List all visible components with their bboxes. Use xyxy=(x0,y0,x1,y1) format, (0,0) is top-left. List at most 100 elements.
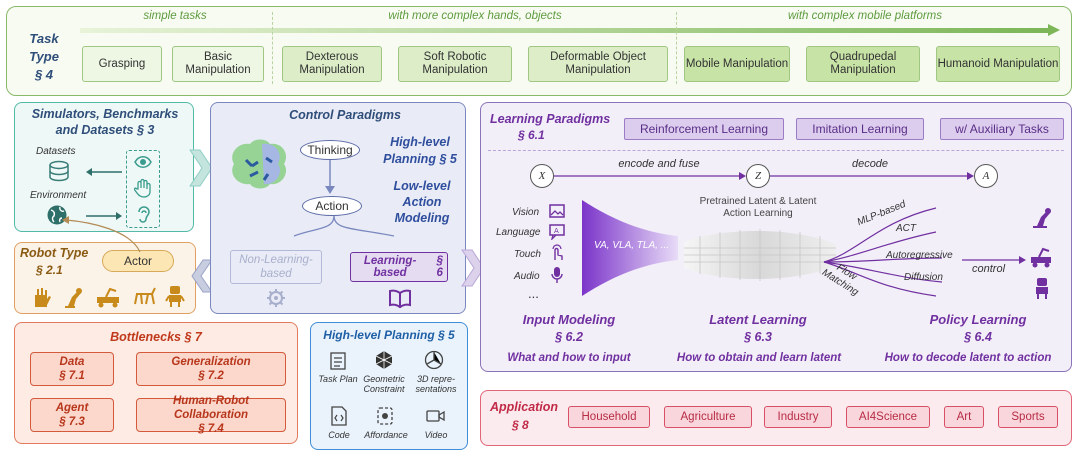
latent-learning-desc: How to obtain and learn latent xyxy=(676,352,842,364)
encode-label: encode and fuse xyxy=(618,158,700,170)
affordance-icon xyxy=(377,407,393,425)
input-modeling-title: Input Modeling xyxy=(522,312,616,327)
input-audio: Audio xyxy=(514,271,540,282)
latent-text: Pretrained Latent & Latent Action Learni… xyxy=(699,196,817,219)
control-label: control xyxy=(972,263,1006,275)
code-file-icon xyxy=(331,406,347,426)
gear-icon xyxy=(267,289,285,307)
learning-divider xyxy=(488,150,1064,151)
hlp-video: Video xyxy=(424,430,448,440)
thinking-node: Thinking xyxy=(300,140,360,160)
task-basic: Basic Manipulation xyxy=(172,46,264,82)
action-split-arrows xyxy=(293,215,395,237)
thinking-to-action-arrow xyxy=(325,160,335,194)
input-vision: Vision xyxy=(512,207,540,218)
app-agriculture: Agriculture xyxy=(664,406,752,428)
actor-pill: Actor xyxy=(102,250,174,272)
phase-mobile: with complex mobile platforms xyxy=(787,10,943,22)
latent-mesh xyxy=(684,229,836,281)
hlp-panel xyxy=(310,322,468,450)
database-icon xyxy=(49,160,69,182)
latent-learning-title: Latent Learning xyxy=(709,312,807,327)
learning-based-box: Learning-based § 6 xyxy=(350,252,448,282)
hlp-geometric: Geometric Constraint xyxy=(363,374,405,394)
policy-learning-section: § 6.4 xyxy=(964,330,992,344)
phase-divider xyxy=(272,12,273,84)
phase-simple: simple tasks xyxy=(143,10,207,22)
actor-feedback-arrow xyxy=(62,216,141,253)
policy-act: ACT xyxy=(896,223,916,234)
action-node: Action xyxy=(302,196,362,216)
input-modeling-desc: What and how to input xyxy=(507,352,631,364)
high-level-planning-label: High-level Planning § 5 xyxy=(383,135,457,166)
progress-arrowhead xyxy=(1048,24,1060,36)
input-funnel xyxy=(582,200,678,296)
humanoid-icon xyxy=(165,286,185,307)
environment-label: Environment xyxy=(30,190,87,201)
perception-group xyxy=(126,150,160,228)
policy-autoregressive: Autoregressive xyxy=(886,250,953,261)
hlp-title: High-level Planning § 5 xyxy=(323,328,455,342)
app-ai4science: AI4Science xyxy=(846,406,930,428)
a-node: A xyxy=(974,164,998,188)
mobile-manipulator-icon xyxy=(1031,247,1051,268)
z-node: Z xyxy=(746,164,770,188)
robotic-hand-icon xyxy=(35,288,51,307)
bottleneck-data: Data§ 7.1 xyxy=(30,352,114,386)
hlp-3d: 3D repre-sentations xyxy=(415,374,457,394)
chat-icon: A xyxy=(549,224,565,240)
simulators-title: Simulators, Benchmarks and Datasets § 3 xyxy=(31,107,179,137)
app-sports: Sports xyxy=(998,406,1058,428)
robot-type-title: Robot Type xyxy=(20,246,89,260)
task-quadrupedal: Quadrupedal Manipulation xyxy=(806,46,920,82)
hand-icon xyxy=(134,178,151,198)
book-icon xyxy=(389,289,411,308)
chevron-right-icon xyxy=(189,149,213,187)
globe-icon xyxy=(47,205,67,225)
touch-icon xyxy=(552,244,563,260)
humanoid-icon xyxy=(1036,278,1048,299)
funnel-label: VA, VLA, TLA, ... xyxy=(594,240,670,251)
robot-arm-icon xyxy=(65,288,82,308)
task-deformable: Deformable Object Manipulation xyxy=(528,46,668,82)
task-type-title: Task Type § 4 xyxy=(29,31,59,82)
non-learning-box: Non-Learning-based xyxy=(230,250,322,284)
app-art: Art xyxy=(944,406,984,428)
application-title: Application xyxy=(490,400,559,414)
control-arrow xyxy=(962,256,1026,264)
policy-branches xyxy=(823,207,943,297)
robot-arm-icon xyxy=(1033,208,1051,228)
phase-complex-hands: with more complex hands, objects xyxy=(388,10,562,22)
task-soft: Soft Robotic Manipulation xyxy=(398,46,512,82)
task-mobile: Mobile Manipulation xyxy=(684,46,790,82)
hlp-affordance: Affordance xyxy=(364,430,408,440)
input-modeling-section: § 6.2 xyxy=(555,330,583,344)
bottleneck-generalization: Generalization§ 7.2 xyxy=(136,352,286,386)
image-icon xyxy=(549,204,565,218)
paradigm-aux: w/ Auxiliary Tasks xyxy=(940,118,1064,140)
xza-arrows xyxy=(554,172,974,180)
clipboard-icon xyxy=(330,352,346,370)
input-language: Language xyxy=(496,227,541,238)
datasets-label: Datasets xyxy=(36,146,76,157)
eye-icon xyxy=(134,156,152,168)
low-level-action-label: Low-level Action Modeling xyxy=(393,179,451,225)
paradigm-il: Imitation Learning xyxy=(796,118,924,140)
input-more: ... xyxy=(528,286,539,301)
paradigm-rl: Reinforcement Learning xyxy=(624,118,784,140)
phase-divider xyxy=(676,12,677,84)
brain-icon xyxy=(232,139,287,189)
latent-learning-section: § 6.3 xyxy=(744,330,772,344)
task-dexterous: Dexterous Manipulation xyxy=(282,46,382,82)
microphone-icon xyxy=(551,267,563,283)
input-touch: Touch xyxy=(514,249,541,260)
chevron-left-icon xyxy=(191,259,213,293)
sim-arrows xyxy=(86,168,122,220)
simulators-panel xyxy=(14,102,194,232)
x-node: X xyxy=(530,164,554,188)
mobile-manipulator-icon xyxy=(97,287,119,308)
hlp-code: Code xyxy=(328,430,350,440)
quadruped-icon xyxy=(134,287,156,305)
control-title: Control Paradigms xyxy=(289,108,401,122)
task-grasping: Grasping xyxy=(82,46,162,82)
